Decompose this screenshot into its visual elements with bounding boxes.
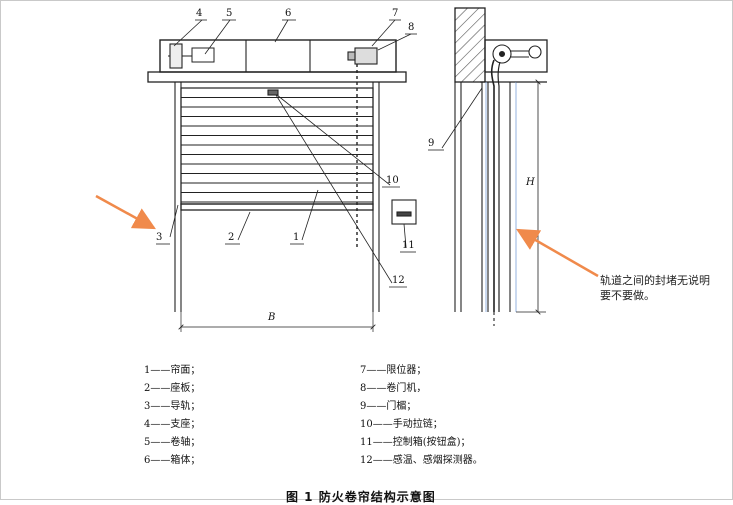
legend-item: 2——座板； — [144, 383, 201, 394]
legend-left: 1——帘面； 2——座板； 3——导轨； 4——支座； 5——卷轴； 6——箱体… — [144, 362, 200, 470]
label-6: 6 — [285, 8, 292, 19]
wall-section — [454, 7, 486, 83]
figure-caption: 图 1 防火卷帘结构示意图 — [286, 490, 436, 504]
legend-item: 3——导轨； — [144, 401, 201, 412]
legend-item: 12——感温、感烟探测器。 — [360, 455, 483, 466]
label-3: 3 — [156, 232, 163, 243]
annotation-arrow-left — [95, 194, 156, 230]
curtain-slats — [181, 96, 373, 203]
legend-item: 4——支座； — [144, 419, 201, 430]
legend-item: 8——卷门机， — [360, 383, 427, 394]
legend-item: 6——箱体； — [144, 455, 201, 466]
annotation-note: 轨道之间的封堵无说明要不要做。 — [600, 274, 710, 302]
side-curtain — [490, 59, 495, 312]
label-12: 12 — [392, 275, 405, 286]
legend-item: 5——卷轴； — [144, 437, 201, 448]
side-view — [428, 7, 548, 326]
label-2: 2 — [228, 232, 235, 243]
legend-item: 9——门楣； — [360, 401, 417, 412]
legend-item: 11——控制箱(按钮盒)； — [360, 437, 471, 448]
dimension-h-label: H — [526, 177, 535, 188]
bottom-plate — [180, 203, 374, 211]
label-8: 8 — [408, 22, 415, 33]
front-lintel — [147, 71, 407, 83]
label-5: 5 — [226, 8, 233, 19]
dimension-b-label: B — [268, 312, 276, 323]
label-4: 4 — [196, 8, 203, 19]
label-1: 1 — [293, 232, 300, 243]
motor — [354, 47, 378, 65]
side-housing — [484, 39, 548, 73]
label-10: 10 — [386, 175, 399, 186]
legend-item: 1——帘面； — [144, 365, 201, 376]
legend-item: 10——手动拉链； — [360, 419, 443, 430]
annotation-arrow-right — [516, 228, 599, 278]
curtain — [180, 87, 374, 205]
detector — [267, 89, 279, 96]
legend-item: 7——限位器； — [360, 365, 427, 376]
side-roller — [492, 44, 512, 64]
roller-shaft — [191, 47, 215, 63]
label-11: 11 — [402, 240, 415, 251]
support-bracket — [169, 43, 183, 69]
side-motor — [528, 45, 542, 59]
legend-right: 7——限位器； 8——卷门机， 9——门楣； 10——手动拉链； 11——控制箱… — [360, 362, 483, 470]
label-9: 9 — [428, 138, 435, 149]
front-view — [147, 19, 417, 332]
label-7: 7 — [392, 8, 399, 19]
